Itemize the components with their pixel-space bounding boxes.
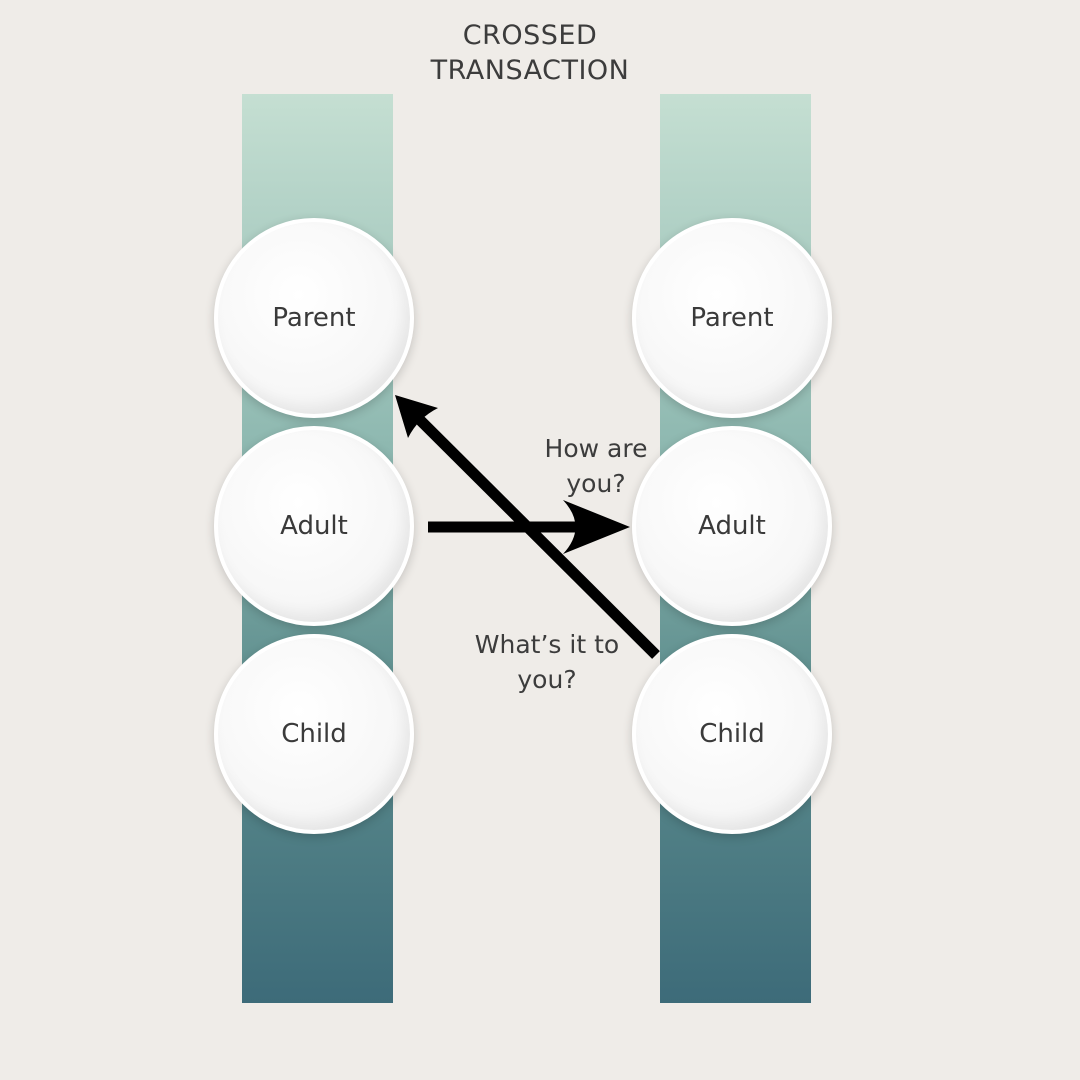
stimulus-line-1: How are xyxy=(544,434,648,463)
left-parent-circle: Parent xyxy=(214,218,414,418)
stimulus-message: How are you? xyxy=(520,431,672,501)
title-line-2: TRANSACTION xyxy=(430,55,630,86)
diagram-title: CROSSED TRANSACTION xyxy=(380,18,680,88)
left-adult-label: Adult xyxy=(280,511,348,541)
left-adult-circle: Adult xyxy=(214,426,414,626)
response-arrow-head xyxy=(395,395,438,438)
right-adult-label: Adult xyxy=(698,511,766,541)
right-child-label: Child xyxy=(699,719,765,749)
response-line-2: you? xyxy=(517,665,577,694)
stimulus-line-2: you? xyxy=(566,469,626,498)
response-message: What’s it to you? xyxy=(462,627,632,697)
left-parent-label: Parent xyxy=(272,303,356,333)
stimulus-arrow-head xyxy=(563,500,630,554)
response-line-1: What’s it to xyxy=(474,630,620,659)
left-child-label: Child xyxy=(281,719,347,749)
stimulus-arrow xyxy=(428,500,630,554)
right-parent-label: Parent xyxy=(690,303,774,333)
right-parent-circle: Parent xyxy=(632,218,832,418)
title-line-1: CROSSED xyxy=(462,20,598,51)
left-child-circle: Child xyxy=(214,634,414,834)
right-child-circle: Child xyxy=(632,634,832,834)
